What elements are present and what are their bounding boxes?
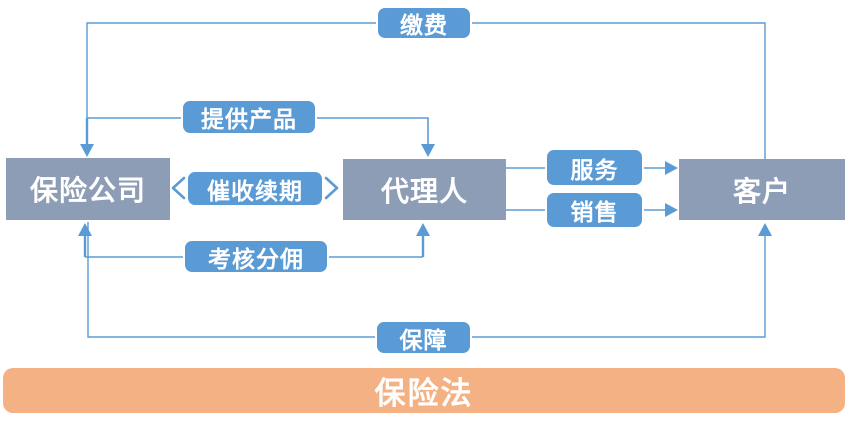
edge-collect-renewal — [171, 176, 339, 200]
edge-label-collect-renewal: 催收续期 — [188, 172, 322, 205]
edge-label-provide-products: 提供产品 — [183, 101, 315, 133]
edge-label-pay-premium: 缴费 — [378, 8, 470, 38]
edge-label-service: 服务 — [547, 150, 642, 185]
edge-label-assess-commission: 考核分佣 — [185, 241, 327, 272]
banner-insurance-law: 保险法 — [3, 368, 845, 413]
node-insurance-company: 保险公司 — [6, 158, 170, 220]
edge-label-sales: 销售 — [547, 193, 642, 227]
node-agent: 代理人 — [343, 159, 506, 220]
edge-label-protection: 保障 — [377, 322, 470, 353]
edge-pay-premium — [80, 22, 766, 159]
node-customer: 客户 — [679, 159, 845, 220]
